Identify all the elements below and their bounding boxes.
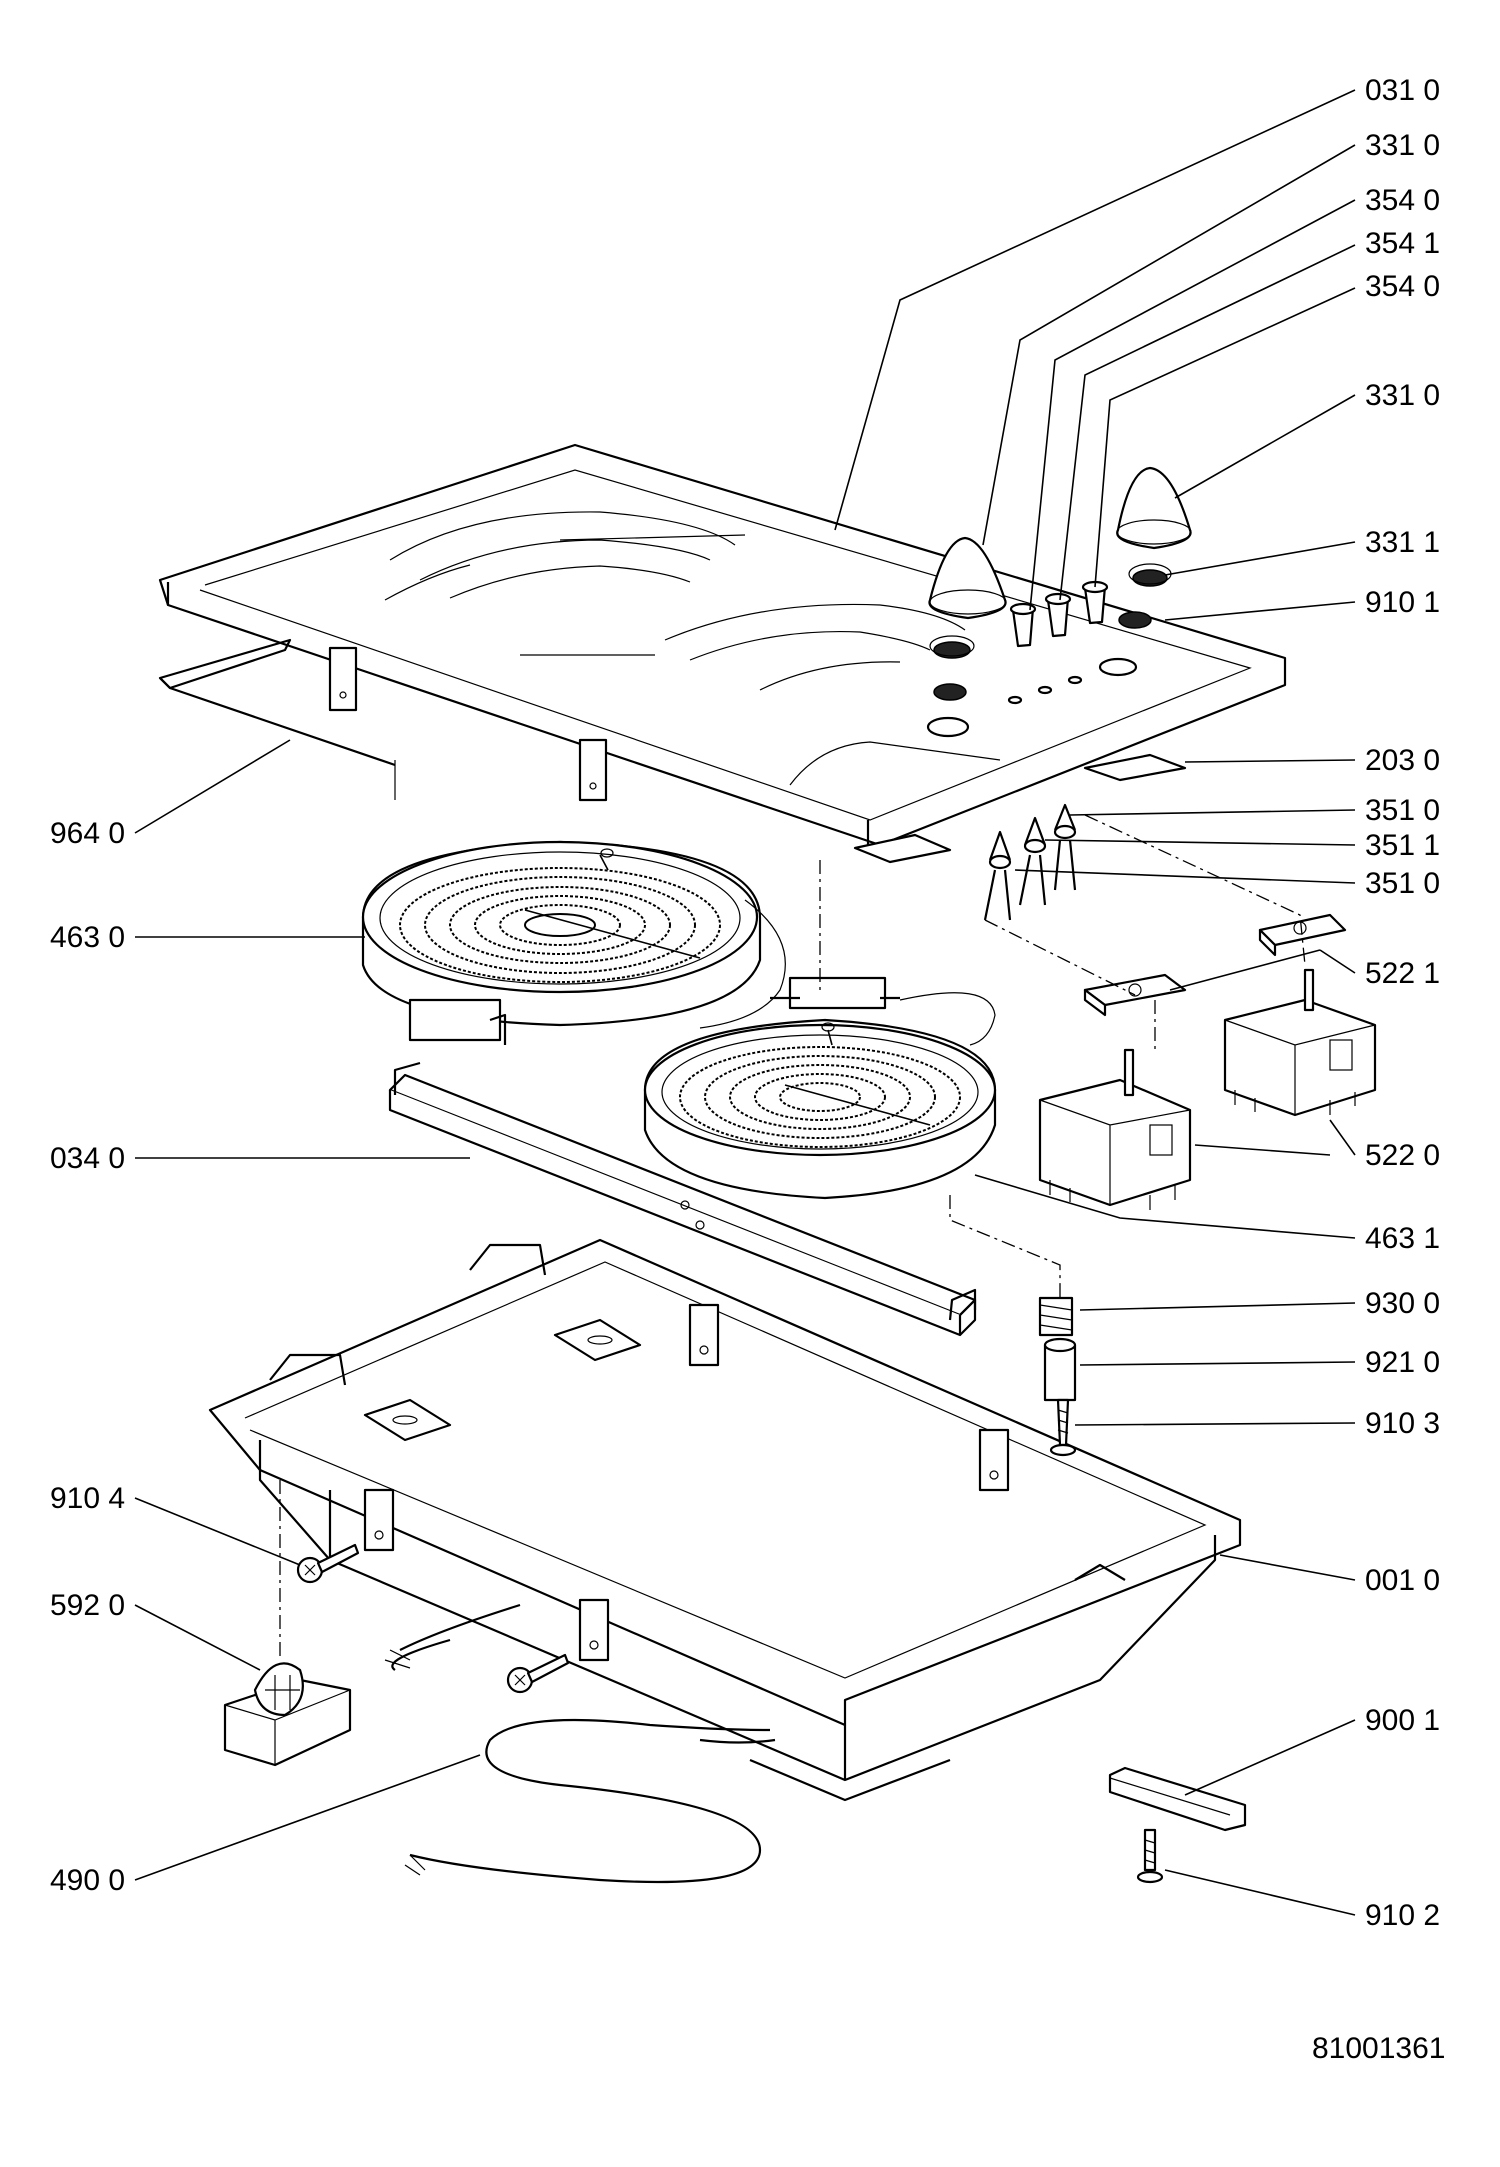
clip-900-1 <box>1108 1766 1247 1832</box>
screw-bottom <box>506 1653 570 1694</box>
label-490-0: 490 0 <box>50 1864 125 1897</box>
document-number: 81001361 <box>1312 2032 1445 2065</box>
power-cable <box>384 1603 776 1884</box>
label-592-0: 592 0 <box>50 1589 125 1622</box>
label-031-0: 031 0 <box>1365 74 1440 107</box>
terminal-block <box>223 1662 352 1767</box>
label-351-0-b: 351 0 <box>1365 867 1440 900</box>
label-354-1: 354 1 <box>1365 227 1440 260</box>
part-labels: 031 0 331 0 354 0 354 1 354 0 331 0 331 … <box>50 74 1445 2065</box>
indicator-lamps <box>983 803 1077 921</box>
glass-ceramic-top <box>158 443 1287 864</box>
leader-lines <box>134 89 1356 1916</box>
label-964-0: 964 0 <box>50 817 125 850</box>
label-463-0: 463 0 <box>50 921 125 954</box>
screw-910-3 <box>1049 1398 1077 1457</box>
label-463-1: 463 1 <box>1365 1222 1440 1255</box>
spring-930 <box>1038 1296 1074 1337</box>
knob-right <box>1116 466 1192 550</box>
spacer-921 <box>1043 1337 1077 1402</box>
label-522-1: 522 1 <box>1365 957 1440 990</box>
cooking-zone-right <box>520 603 966 691</box>
label-354-0-a: 354 0 <box>1365 184 1440 217</box>
radiant-heater-right <box>643 976 997 1200</box>
label-900-1: 900 1 <box>1365 1704 1440 1737</box>
cooking-zone-left <box>384 511 746 601</box>
energy-regulator-left <box>1038 973 1192 1210</box>
bottom-housing <box>208 1238 1242 1802</box>
label-331-0-b: 331 0 <box>1365 379 1440 412</box>
knob-springs <box>929 563 1172 701</box>
label-354-0-b: 354 0 <box>1365 270 1440 303</box>
label-331-0-a: 331 0 <box>1365 129 1440 162</box>
label-351-1: 351 1 <box>1365 829 1440 862</box>
label-910-3: 910 3 <box>1365 1407 1440 1440</box>
label-203-0: 203 0 <box>1365 744 1440 777</box>
label-910-2: 910 2 <box>1365 1899 1440 1932</box>
radiant-heater-left <box>361 840 786 1045</box>
label-001-0: 001 0 <box>1365 1564 1440 1597</box>
label-351-0-a: 351 0 <box>1365 794 1440 827</box>
label-034-0: 034 0 <box>50 1142 125 1175</box>
knob-left <box>928 536 1007 620</box>
screw-910-4 <box>296 1543 360 1584</box>
label-331-1: 331 1 <box>1365 526 1440 559</box>
label-910-4: 910 4 <box>50 1482 125 1515</box>
label-910-1: 910 1 <box>1365 586 1440 619</box>
support-bar <box>388 1061 977 1337</box>
energy-regulator-right <box>1223 913 1377 1117</box>
label-921-0: 921 0 <box>1365 1346 1440 1379</box>
screw-910-2 <box>1136 1828 1164 1884</box>
label-522-0: 522 0 <box>1365 1139 1440 1172</box>
gasket-frame <box>158 638 396 800</box>
indicator-lamp-holders <box>1009 580 1109 648</box>
label-930-0: 930 0 <box>1365 1287 1440 1320</box>
alignment-lines <box>279 814 1306 1660</box>
